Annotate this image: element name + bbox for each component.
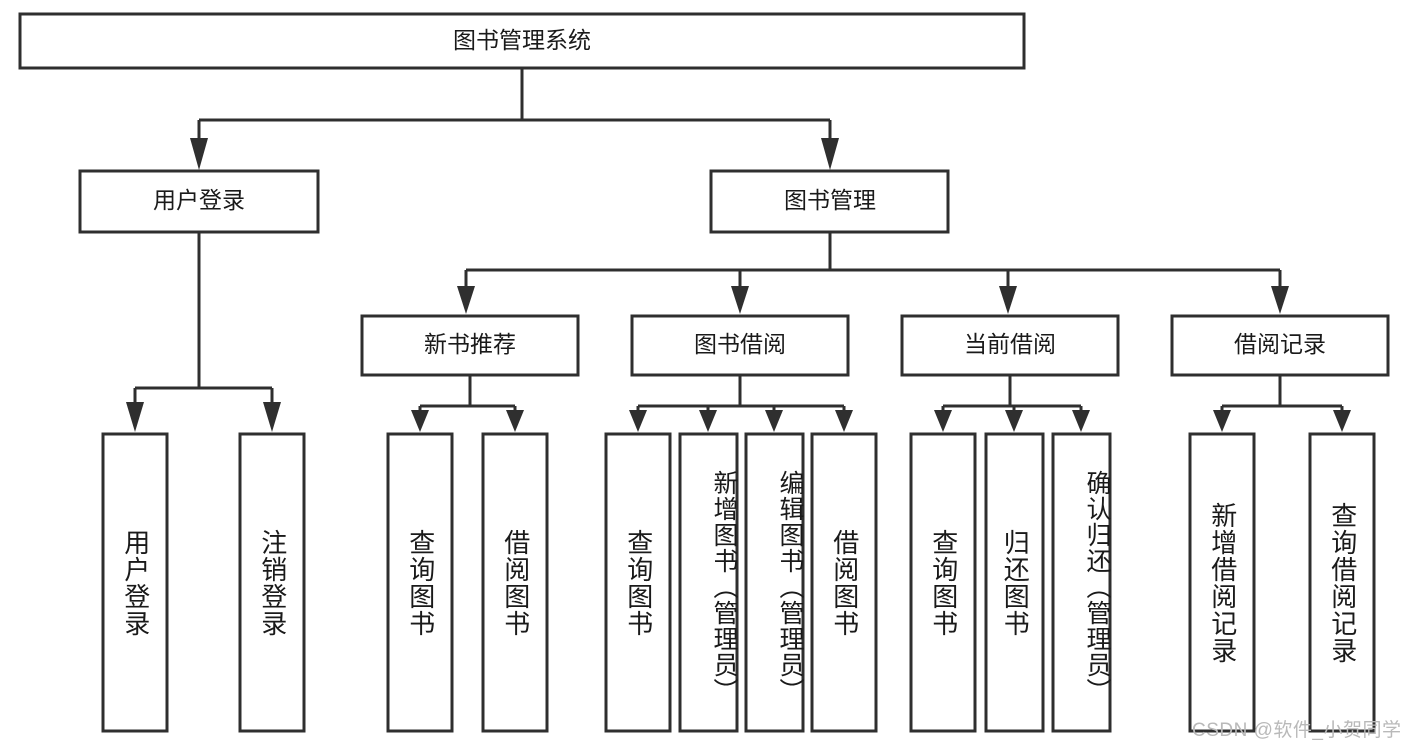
node-borrow-record-box[interactable] [1170, 314, 1390, 377]
arrow-head-leaf-logout [263, 402, 281, 432]
arrow-head-leaf-borrow-book-2 [835, 410, 853, 432]
node-leaf-query-book-2-box[interactable] [604, 432, 672, 733]
node-leaf-confirm-return-box[interactable] [1051, 432, 1112, 733]
node-leaf-borrow-book-2-box[interactable] [810, 432, 878, 733]
arrow-head-leaf-query-record [1333, 410, 1351, 432]
node-user-login-label: 用户登录 [153, 187, 245, 213]
node-root-label: 图书管理系统 [453, 27, 591, 53]
node-layer: 图书管理系统 用户登录 图书管理 新书推荐 图书借阅 当前借阅 借阅记录 [18, 12, 1390, 733]
connector-layer [126, 68, 1351, 432]
node-leaf-user-login-box[interactable] [101, 432, 169, 733]
node-book-borrow-box[interactable] [630, 314, 850, 377]
arrow-head-leaf-add-record [1213, 410, 1231, 432]
arrow-head-leaf-add-book [699, 410, 717, 432]
node-root-box[interactable] [18, 12, 1026, 70]
node-leaf-add-book-box[interactable] [678, 432, 739, 733]
node-leaf-return-book-box[interactable] [984, 432, 1045, 733]
node-leaf-query-book-1-box[interactable] [386, 432, 454, 733]
arrow-head-leaf-confirm-return [1072, 410, 1090, 432]
node-book-manage-box[interactable] [709, 169, 950, 234]
node-leaf-add-record-box[interactable] [1188, 432, 1256, 733]
node-new-book-rec-label: 新书推荐 [424, 331, 516, 357]
watermark-text: CSDN @软件_小贺同学 [1192, 720, 1402, 741]
node-user-login-box[interactable] [78, 169, 320, 234]
arrow-head-current-borrow [999, 286, 1017, 314]
node-leaf-borrow-book-1-box[interactable] [481, 432, 549, 733]
node-leaf-query-book-3-box[interactable] [909, 432, 977, 733]
node-borrow-record-label: 借阅记录 [1234, 331, 1326, 357]
arrow-head-leaf-query-book-2 [629, 410, 647, 432]
node-new-book-rec-box[interactable] [360, 314, 580, 377]
node-current-borrow-box[interactable] [900, 314, 1120, 377]
arrow-head-borrow-record [1271, 286, 1289, 314]
node-leaf-query-record-box[interactable] [1308, 432, 1376, 733]
node-book-manage-label: 图书管理 [784, 187, 876, 213]
node-leaf-logout-box[interactable] [238, 432, 306, 733]
arrow-head-new-book-rec [457, 286, 475, 314]
arrow-head-book-manage [821, 138, 839, 170]
node-current-borrow-label: 当前借阅 [964, 331, 1056, 357]
arrow-head-leaf-return-book [1005, 410, 1023, 432]
node-book-borrow-label: 图书借阅 [694, 331, 786, 357]
arrow-head-leaf-query-book-1 [411, 410, 429, 432]
arrow-head-book-borrow [731, 286, 749, 314]
arrow-head-leaf-query-book-3 [934, 410, 952, 432]
arrow-head-leaf-user-login [126, 402, 144, 432]
arrow-head-leaf-borrow-book-1 [506, 410, 524, 432]
node-leaf-edit-book-box[interactable] [744, 432, 805, 733]
arrow-head-user-login [190, 138, 208, 170]
arrow-head-leaf-edit-book [765, 410, 783, 432]
